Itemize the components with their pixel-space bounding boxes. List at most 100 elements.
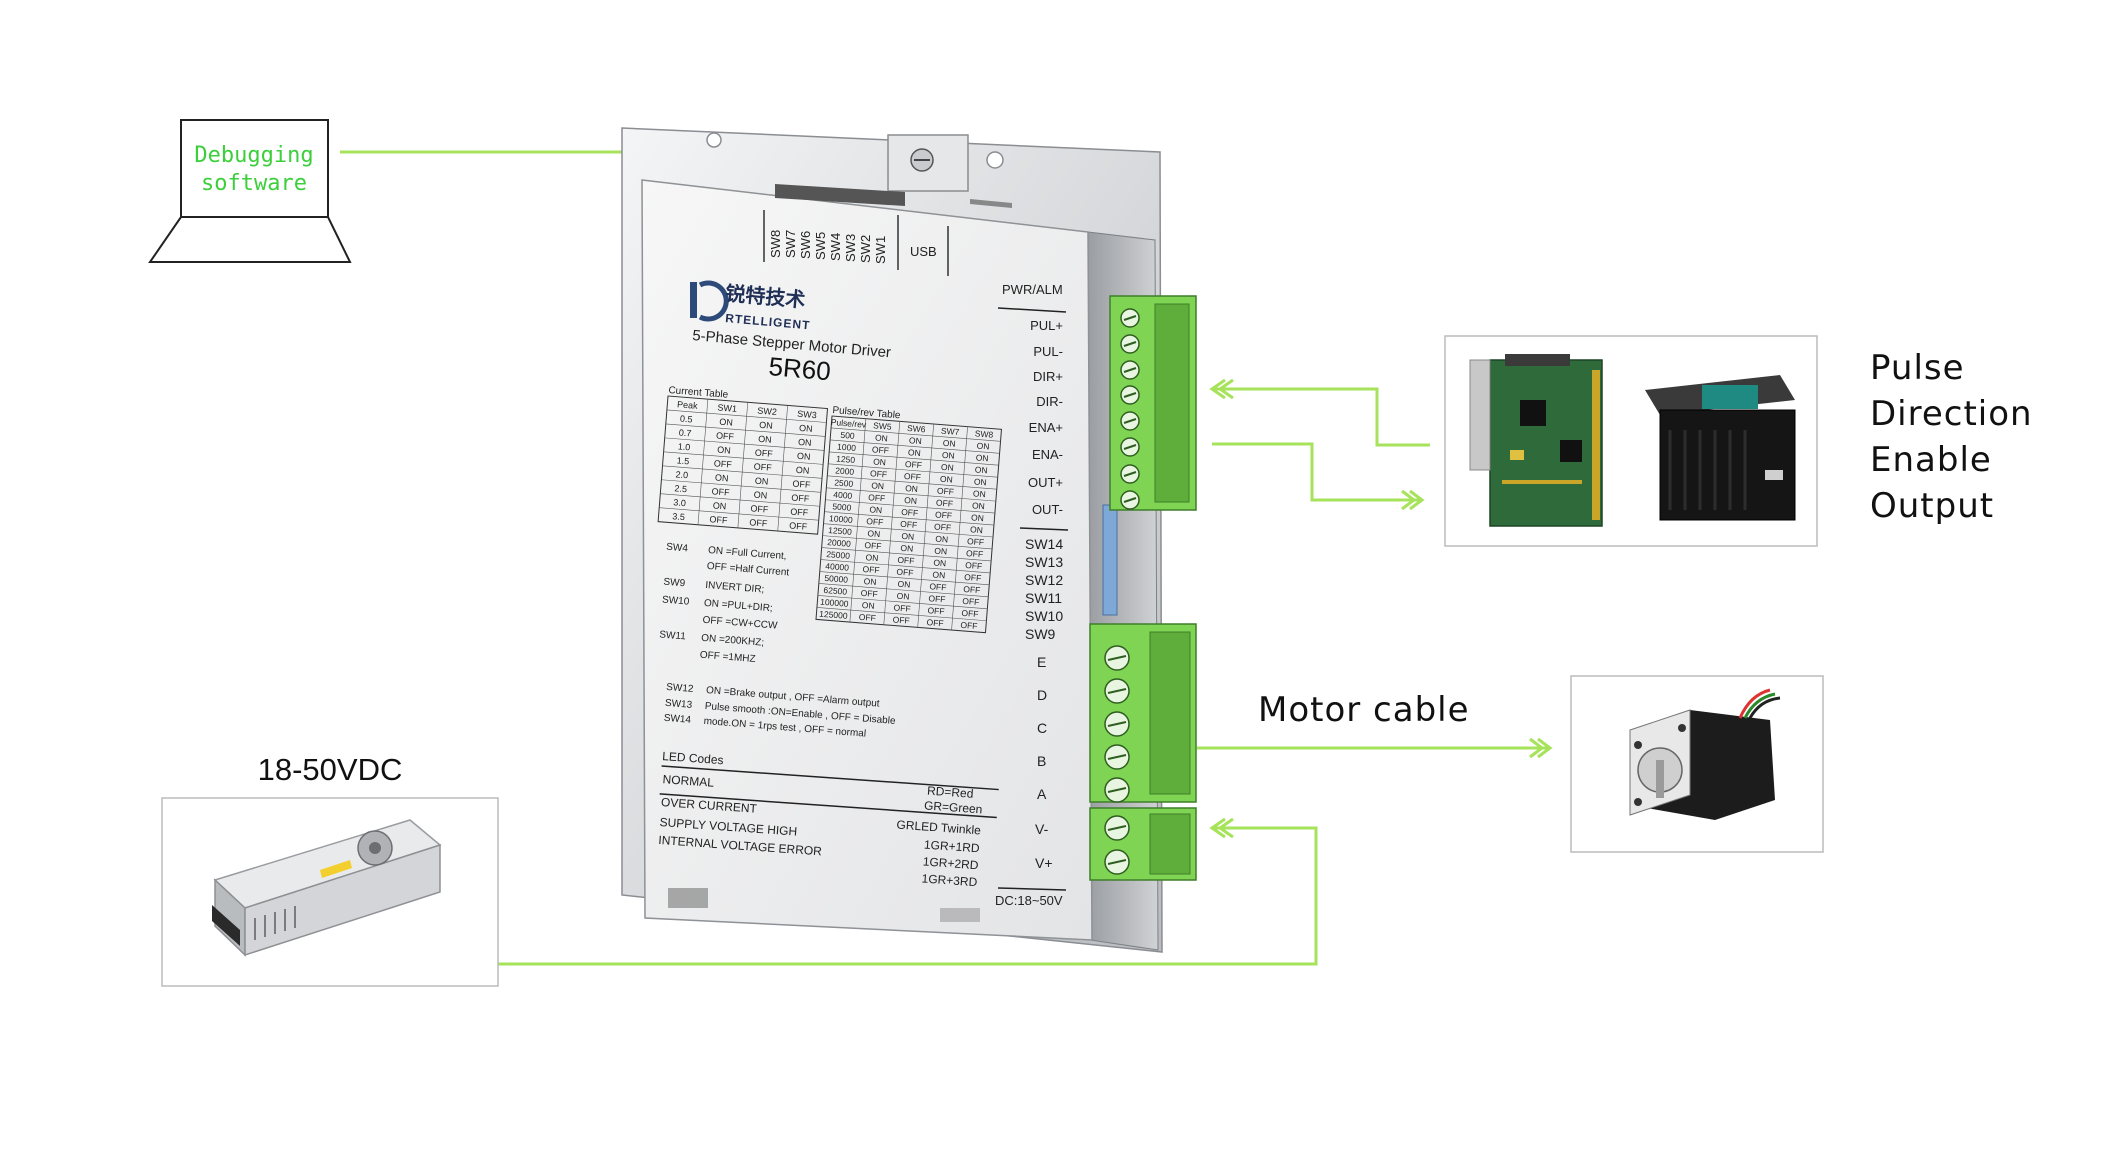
pulse-table-cell: OFF — [870, 468, 888, 479]
pulse-table-cell: ON — [970, 524, 983, 535]
top-sw-label: SW7 — [783, 230, 798, 258]
terminal-screw-slot — [1107, 655, 1127, 661]
pulse-table-cell: OFF — [961, 608, 979, 619]
current-table-cell: OFF — [791, 493, 810, 504]
signal-direction: Direction — [1870, 394, 2033, 434]
pulse-table-cell: OFF — [872, 444, 890, 455]
current-table-cell: OFF — [754, 448, 773, 459]
pulse-table-cell: OFF — [966, 548, 984, 559]
terminal-screw-slot — [1123, 392, 1137, 398]
pulse-table-cell: OFF — [967, 536, 985, 547]
current-table-cell: 0.7 — [679, 427, 692, 438]
side-dip-labels: SW14 SW13 SW12 SW11 SW10 SW9 — [1025, 536, 1063, 642]
pulse-table-cell: OFF — [929, 581, 947, 592]
pulse-table-cell: OFF — [893, 602, 911, 613]
note-sw9-line1: INVERT DIR; — [705, 580, 765, 596]
wire-controller — [1209, 378, 1430, 511]
current-table-cell: ON — [797, 451, 811, 462]
note-sw14: SW14 — [663, 713, 691, 726]
note-sw11-line2: OFF =1MHZ — [699, 650, 756, 665]
signal-pin-labels: PUL+ PUL- DIR+ DIR- ENA+ ENA- OUT+ OUT- — [1028, 318, 1063, 517]
pulse-table-cell: OFF — [927, 605, 945, 616]
terminal-screw-slot — [1123, 471, 1137, 477]
pulse-table-cell: 100000 — [820, 597, 849, 609]
pulse-table-cell: OFF — [937, 485, 955, 496]
top-sw-label: SW5 — [813, 232, 828, 260]
pulse-table-cell: ON — [935, 534, 948, 545]
pulse-table-cell: ON — [975, 452, 988, 463]
current-table-cell: ON — [719, 417, 733, 428]
pulse-table-cell: ON — [976, 440, 989, 451]
pulse-table-cell: OFF — [905, 459, 923, 470]
pulse-table-cell: 1000 — [837, 442, 857, 453]
pulse-table-header: SW8 — [974, 428, 993, 439]
current-table-cell: ON — [795, 465, 809, 476]
current-table-cell: ON — [753, 490, 767, 501]
pulse-table-cell: 50000 — [824, 573, 849, 585]
motor-pin-label: E — [1037, 654, 1046, 670]
terminal-screw-slot — [1123, 497, 1137, 503]
pulse-table-cell: OFF — [897, 555, 915, 566]
pulse-table-cell: ON — [867, 528, 880, 539]
pulse-table-cell: ON — [905, 483, 918, 494]
power-supply-label: 18-50VDC — [258, 752, 403, 787]
pulse-table-cell: OFF — [896, 567, 914, 578]
motor-pin-label: A — [1037, 786, 1047, 802]
pulse-table-cell: OFF — [935, 509, 953, 520]
motor-cable-label: Motor cable — [1258, 690, 1470, 730]
top-sw-label: SW4 — [828, 233, 843, 261]
led-row-name: NORMAL — [662, 772, 715, 790]
pulse-table-cell: ON — [863, 576, 876, 587]
note-sw12: SW12 — [666, 682, 694, 695]
motor-pin-label: C — [1037, 720, 1047, 736]
pulse-table-cell: ON — [900, 543, 913, 554]
pulse-table-cell: ON — [934, 545, 947, 556]
wire-motor — [1197, 737, 1553, 759]
led-row-code: GRLED Twinkle — [896, 818, 982, 838]
wire-power — [498, 817, 1318, 966]
pulse-table-cell: 12500 — [828, 525, 853, 537]
pulse-table-cell: ON — [942, 450, 955, 461]
debug-label-line1: Debugging — [194, 143, 313, 168]
pulse-table-cell: ON — [940, 474, 953, 485]
current-table-cell: OFF — [713, 458, 732, 469]
pulse-table-cell: 40000 — [825, 561, 850, 573]
led-row-code: 1GR+2RD — [922, 854, 979, 872]
pulse-table-cell: ON — [908, 447, 921, 458]
top-sw-label: SW6 — [798, 231, 813, 259]
led-row-code: 1GR+1RD — [924, 838, 981, 856]
led-row-code: 1GR+3RD — [921, 871, 978, 889]
top-sw-label: SW1 — [873, 236, 888, 264]
pulse-table-cell: ON — [932, 569, 945, 580]
pulse-table-cell: ON — [896, 591, 909, 602]
pulse-table-cell: OFF — [965, 560, 983, 571]
pulse-table-cell: 25000 — [826, 549, 851, 561]
pulse-table-cell: OFF — [900, 519, 918, 530]
pulse-table-cell: 2500 — [834, 477, 854, 488]
current-table-cell: OFF — [750, 503, 769, 514]
pulse-table-cell: ON — [865, 552, 878, 563]
pulse-table-cell: OFF — [960, 620, 978, 631]
terminal-screw-slot — [1107, 721, 1127, 727]
current-table-cell: ON — [712, 500, 726, 511]
pulse-table-cell: ON — [941, 462, 954, 473]
stepper-motor-image — [1570, 675, 1824, 853]
pulse-table-header: SW6 — [907, 423, 926, 434]
current-table-header: Peak — [677, 399, 699, 411]
led-row-name: OVER CURRENT — [661, 795, 758, 816]
pulse-table-cell: ON — [875, 432, 888, 443]
signal-terminal-block — [1109, 295, 1197, 511]
pulse-table-cell: OFF — [962, 596, 980, 607]
pulse-table-cell: ON — [871, 480, 884, 491]
side-dip-switch — [1102, 504, 1118, 616]
pulse-table-header: SW5 — [873, 420, 892, 431]
current-table-cell: ON — [717, 445, 731, 456]
terminal-screw-slot — [1123, 367, 1137, 373]
signal-output: Output — [1870, 486, 1994, 526]
terminal-screw-slot — [1107, 859, 1127, 865]
current-table-cell: OFF — [792, 479, 811, 490]
current-table-cell: OFF — [709, 514, 728, 525]
brand-logo-icon — [690, 280, 729, 322]
current-table-cell: 2.0 — [675, 469, 688, 480]
